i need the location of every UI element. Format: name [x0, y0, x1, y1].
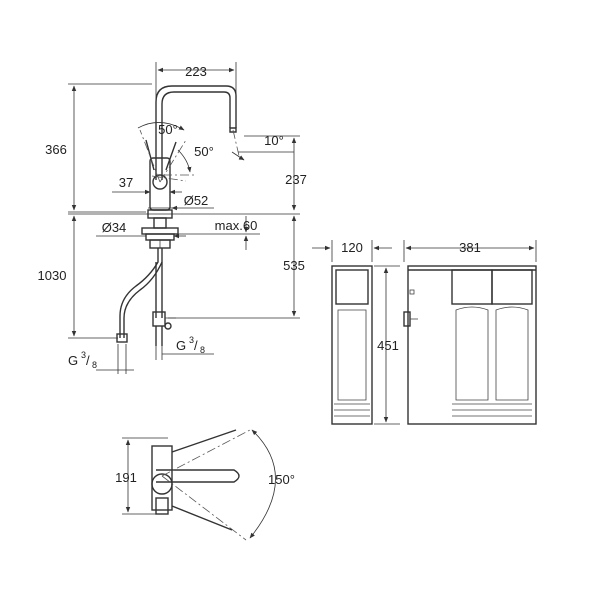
angle-handle-side: 50° — [194, 144, 214, 159]
dim-top-reach: 191 — [115, 470, 137, 485]
filter-unit-side: 120 451 — [312, 240, 400, 425]
faucet-spout — [155, 85, 237, 180]
svg-text:8: 8 — [92, 360, 97, 370]
thread-right-label: G — [176, 338, 186, 353]
angle-spout: 10° — [264, 133, 284, 148]
dim-hole-diameter: Ø34 — [102, 220, 127, 235]
angle-swivel: 150° — [268, 472, 295, 487]
dim-faucet-width: 223 — [185, 64, 207, 79]
dim-hose-length: 1030 — [38, 268, 67, 283]
dim-faucet-height: 366 — [45, 142, 67, 157]
dim-filter-width: 381 — [459, 240, 481, 255]
dim-under-counter: 535 — [283, 258, 305, 273]
dim-handle-offset: 37 — [119, 175, 133, 190]
dim-counter-max: max.60 — [215, 218, 258, 233]
svg-text:3: 3 — [81, 350, 86, 360]
svg-text:8: 8 — [200, 345, 205, 355]
faucet-side-view: 223 366 50° 50° 10° 237 37 Ø52 Ø34 — [38, 62, 307, 374]
dim-body-diameter: Ø52 — [184, 193, 209, 208]
angle-handle-top: 50° — [158, 122, 178, 137]
svg-text:/: / — [86, 353, 90, 368]
dim-filter-depth: 120 — [341, 240, 363, 255]
faucet-top-view: 150° 191 — [115, 429, 295, 541]
hose-left — [119, 248, 159, 338]
dim-filter-height: 451 — [377, 338, 399, 353]
faucet-handle — [145, 139, 177, 171]
svg-text:/: / — [194, 338, 198, 353]
thread-left-label: G — [68, 353, 78, 368]
dim-spout-height: 237 — [285, 172, 307, 187]
filter-unit-front: 381 — [403, 240, 537, 425]
svg-text:3: 3 — [189, 335, 194, 345]
